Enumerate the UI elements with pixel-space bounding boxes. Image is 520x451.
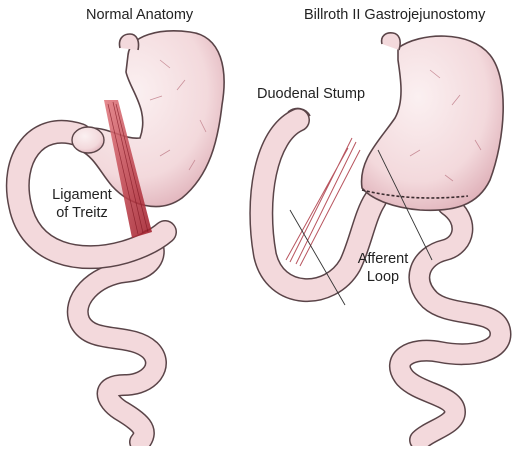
billroth-ii-figure — [249, 32, 512, 451]
afferent-loop-pointer-1 — [289, 209, 346, 306]
left-esophagus — [118, 33, 140, 51]
left-stomach — [75, 30, 225, 208]
right-esophagus — [380, 32, 401, 51]
afferent-loop-pointer-2 — [377, 149, 433, 261]
left-jejunum-fill — [68, 230, 166, 451]
left-pylorus — [71, 126, 105, 154]
afferent-loop-label-line2: Loop — [366, 269, 400, 285]
right-stomach — [360, 35, 504, 212]
left-stomach-texture — [149, 59, 207, 171]
right-ligament-fibers — [285, 137, 361, 267]
afferent-loop-label-line1: Afferent — [357, 251, 409, 267]
right-stomach-texture — [409, 69, 482, 182]
duodenal-stump-end — [287, 107, 311, 117]
left-duodenum-fill — [7, 121, 176, 268]
ligament-fibers — [107, 101, 149, 235]
afferent-loop-fill — [250, 109, 386, 301]
normal-anatomy-title: Normal Anatomy — [86, 7, 194, 23]
billroth-title: Billroth II Gastrojejunostomy — [304, 7, 486, 23]
ligament-label-line2: of Treitz — [56, 205, 108, 221]
duodenal-stump-label: Duodenal Stump — [257, 86, 366, 102]
right-jejunum-fill — [390, 195, 510, 450]
normal-anatomy-figure — [5, 30, 225, 451]
anastomosis-suture-line — [361, 189, 469, 199]
ligament-label-line1: Ligament — [52, 187, 112, 203]
